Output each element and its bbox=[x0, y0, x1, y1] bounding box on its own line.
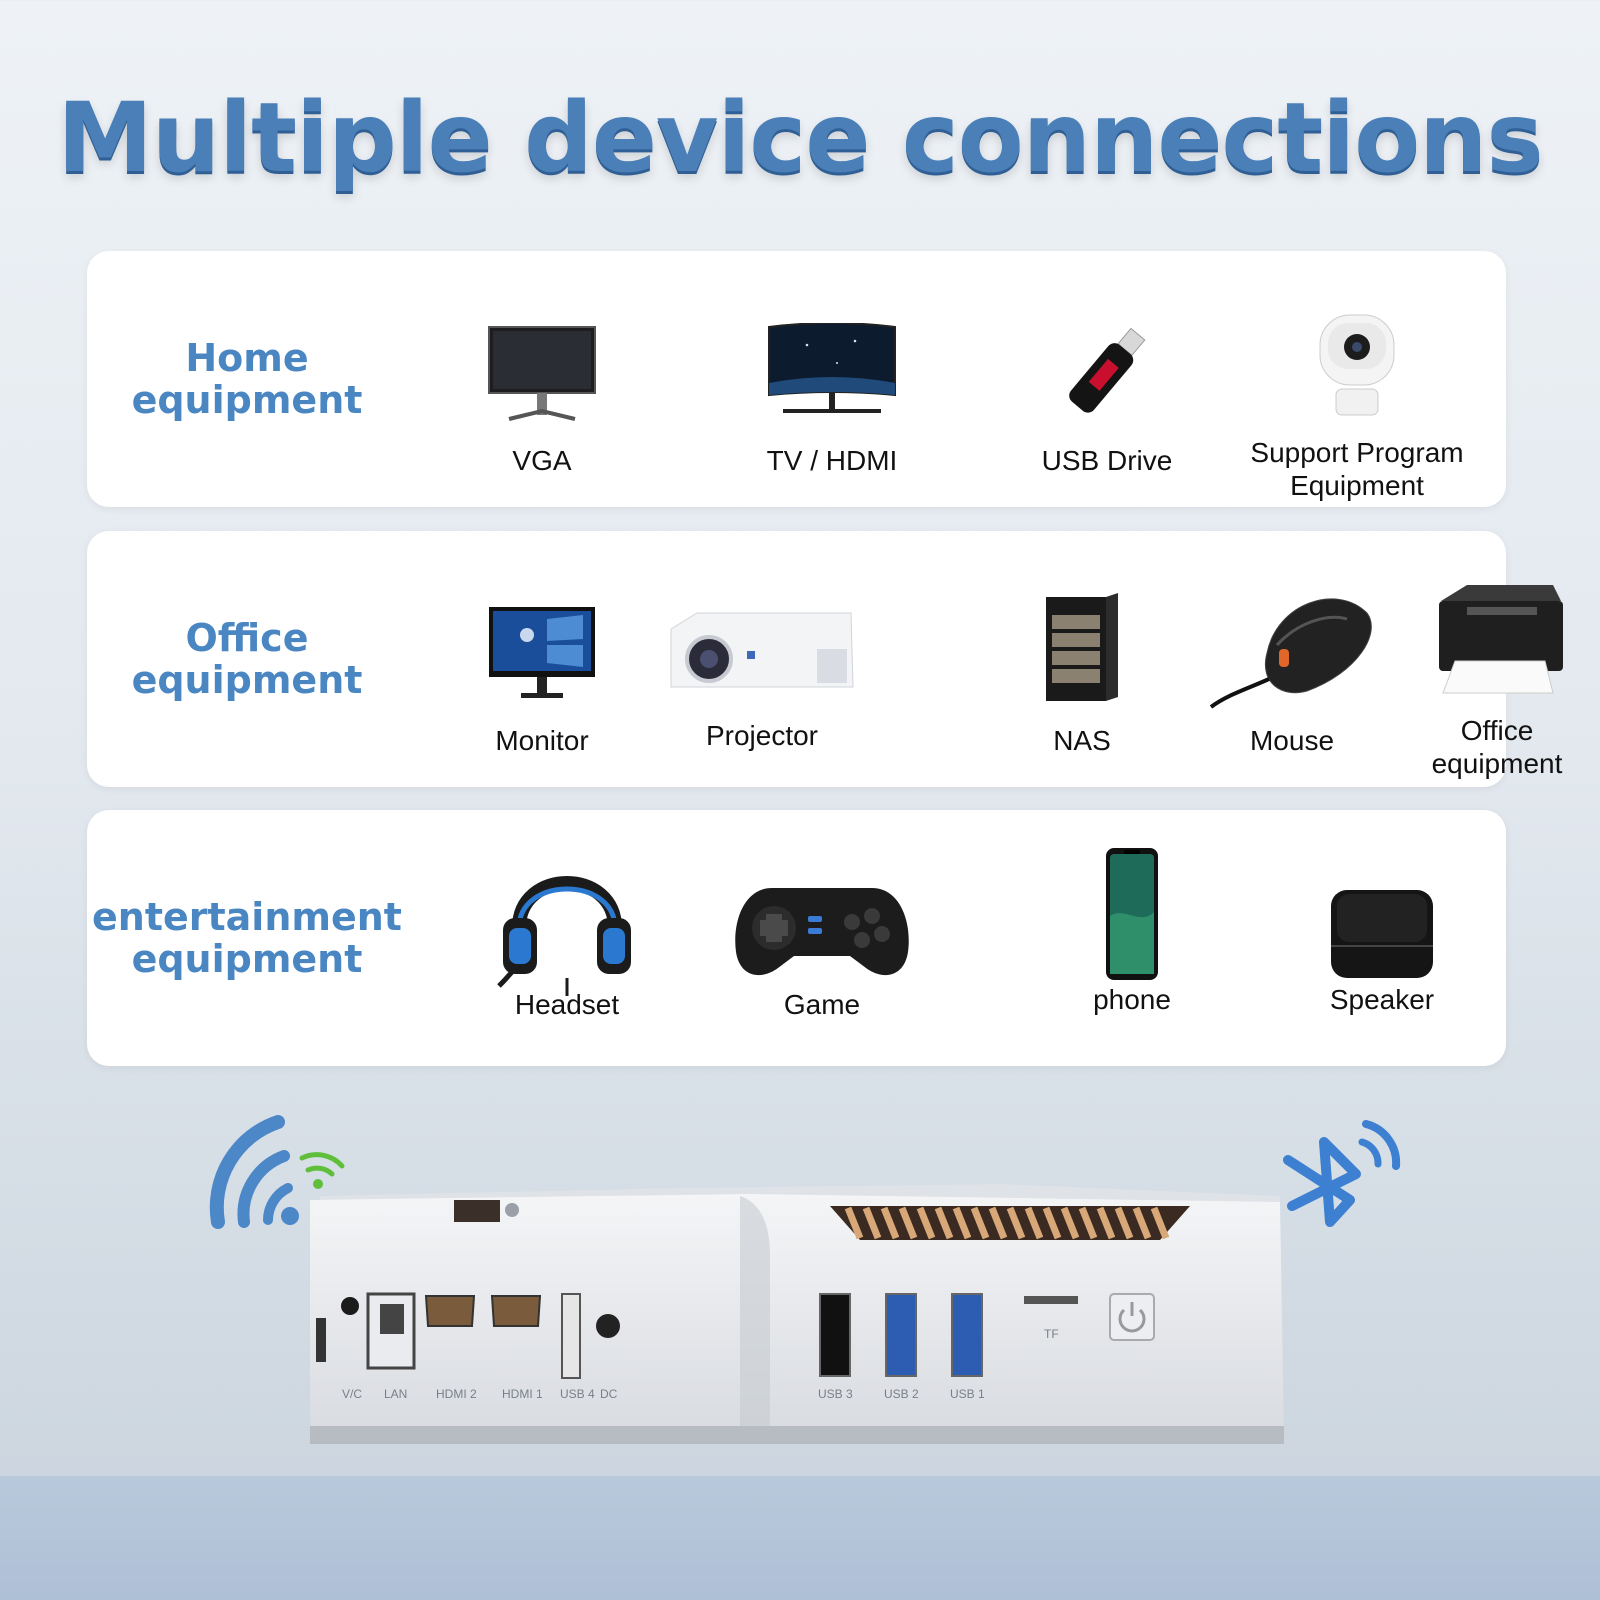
panel-office-equipment: Office equipment Monitor Projector bbox=[87, 531, 1563, 787]
item-label: Game bbox=[783, 989, 861, 1020]
monitor-icon bbox=[489, 607, 595, 698]
mouse-icon bbox=[1209, 598, 1372, 709]
item-label: VGA bbox=[512, 445, 572, 476]
item-headset: Headset bbox=[487, 810, 647, 1066]
speaker-icon bbox=[1331, 890, 1433, 978]
item-phone: phone bbox=[1077, 810, 1187, 1066]
item-label: Headset bbox=[514, 989, 620, 1020]
port-label: V/C bbox=[342, 1387, 362, 1401]
panel-home-equipment: Home equipment VGA TV / HDMI USB Dri bbox=[87, 251, 1506, 507]
phone-icon bbox=[1106, 848, 1158, 980]
curved-tv-icon bbox=[768, 323, 896, 413]
item-office-equipment: Office equipment bbox=[1412, 531, 1582, 787]
category-entertainment-equipment: entertainment equipment bbox=[92, 895, 402, 981]
item-mouse: Mouse bbox=[1202, 531, 1382, 787]
item-projector: Projector bbox=[667, 531, 857, 787]
power-button-icon bbox=[1118, 1302, 1146, 1333]
item-nas: NAS bbox=[1017, 531, 1147, 787]
port-label: USB 3 bbox=[818, 1387, 853, 1401]
item-label: Mouse bbox=[1249, 725, 1335, 756]
item-label: Speaker bbox=[1329, 984, 1435, 1015]
headset-icon bbox=[497, 876, 631, 996]
mini-pc-device: V/C LAN HDMI 2 HDMI 1 USB 4 DC USB 3 USB… bbox=[310, 1184, 1284, 1444]
item-speaker: Speaker bbox=[1307, 810, 1457, 1066]
item-usb-drive: USB Drive bbox=[1022, 251, 1192, 507]
item-tv-hdmi: TV / HDMI bbox=[737, 251, 927, 507]
bluetooth-icon bbox=[1283, 1120, 1401, 1227]
vga-monitor-icon bbox=[488, 326, 596, 421]
item-label: Office equipment bbox=[1431, 715, 1563, 779]
item-label: phone bbox=[1093, 984, 1171, 1015]
projector-icon bbox=[670, 612, 854, 688]
port-label: USB 4 bbox=[560, 1387, 595, 1401]
gamepad-icon bbox=[735, 888, 909, 976]
port-label: HDMI 1 bbox=[502, 1387, 543, 1401]
usb-drive-icon bbox=[1069, 327, 1146, 413]
category-office-equipment: Office equipment bbox=[131, 616, 363, 702]
port-label: TF bbox=[1044, 1327, 1059, 1341]
floor-surface bbox=[0, 1476, 1600, 1600]
item-label: Support Program Equipment bbox=[1250, 437, 1464, 501]
item-label: Projector bbox=[705, 720, 819, 751]
item-game: Game bbox=[727, 810, 917, 1066]
category-home-equipment: Home equipment bbox=[131, 336, 363, 422]
panel-entertainment-equipment: entertainment equipment Headset Game bbox=[87, 810, 1506, 1066]
wifi-icon bbox=[209, 1115, 345, 1229]
item-label: Monitor bbox=[495, 725, 589, 756]
port-label: USB 2 bbox=[884, 1387, 919, 1401]
port-label: DC bbox=[600, 1387, 618, 1401]
port-label: USB 1 bbox=[950, 1387, 985, 1401]
item-vga: VGA bbox=[467, 251, 617, 507]
item-monitor: Monitor bbox=[467, 531, 617, 787]
page-title: Multiple device connections bbox=[57, 82, 1543, 194]
item-support-program-equipment: Support Program Equipment bbox=[1247, 251, 1467, 507]
nas-icon bbox=[1046, 593, 1118, 701]
item-label: TV / HDMI bbox=[766, 445, 898, 476]
port-label: HDMI 2 bbox=[436, 1387, 477, 1401]
security-camera-icon bbox=[1319, 314, 1395, 416]
printer-icon bbox=[1439, 585, 1563, 694]
item-label: NAS bbox=[1053, 725, 1111, 756]
item-label: USB Drive bbox=[1041, 445, 1173, 476]
port-label: LAN bbox=[384, 1387, 407, 1401]
